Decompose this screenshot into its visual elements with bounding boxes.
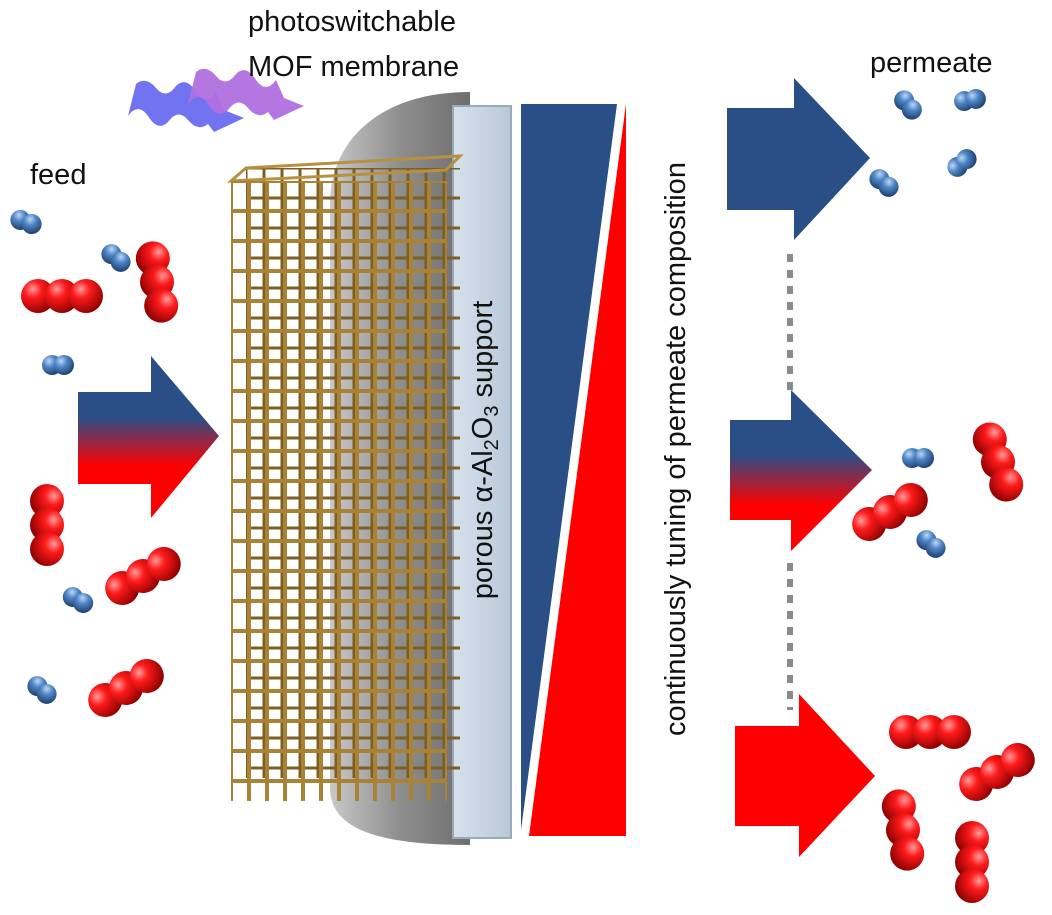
- molecule-icon: [21, 279, 103, 313]
- molecule-icon: [101, 244, 131, 272]
- molecule-icon: [852, 483, 928, 541]
- permeate-arrow-blue-icon: [727, 78, 870, 240]
- molecule-icon: [42, 355, 74, 375]
- molecule-icon: [972, 422, 1024, 502]
- molecule-icon: [954, 88, 986, 112]
- molecule-icon: [902, 448, 934, 468]
- molecule-icon: [894, 90, 922, 120]
- light-wave-icon: [188, 68, 304, 120]
- permeate-label: permeate: [870, 47, 993, 79]
- molecule-icon: [959, 743, 1035, 801]
- molecule-icon: [30, 484, 64, 566]
- blue-wedge: [521, 104, 617, 830]
- molecule-icon: [10, 209, 42, 235]
- molecule-icon: [869, 169, 899, 197]
- molecule-icon: [105, 547, 181, 605]
- molecule-icon: [881, 789, 925, 871]
- molecule-icon: [955, 821, 989, 903]
- molecule-icon: [27, 676, 57, 704]
- membrane-label-line1: photoswitchable: [248, 6, 456, 38]
- feed-arrow-icon: [78, 356, 219, 518]
- membrane-label-line2: MOF membrane: [248, 51, 460, 83]
- alumina-support-slab: [452, 105, 512, 839]
- molecule-icon: [62, 587, 94, 613]
- support-label: porous α-Al2O3 support: [467, 300, 503, 600]
- molecule-icon: [88, 659, 164, 717]
- molecule-icon: [135, 241, 179, 323]
- red-wedge: [529, 104, 626, 836]
- feed-label: feed: [30, 159, 87, 191]
- molecule-icon: [947, 149, 977, 177]
- mof-framework-icon: [231, 181, 447, 801]
- molecule-icon: [916, 530, 946, 558]
- molecule-icon: [889, 715, 971, 749]
- mof-framework-top: [226, 154, 464, 183]
- permeate-arrow-red-icon: [735, 694, 875, 857]
- tuning-label: continuously tuning of permeate composit…: [660, 162, 692, 736]
- permeate-arrow-mixed-icon: [730, 390, 872, 551]
- molecules-layer: [10, 88, 1035, 903]
